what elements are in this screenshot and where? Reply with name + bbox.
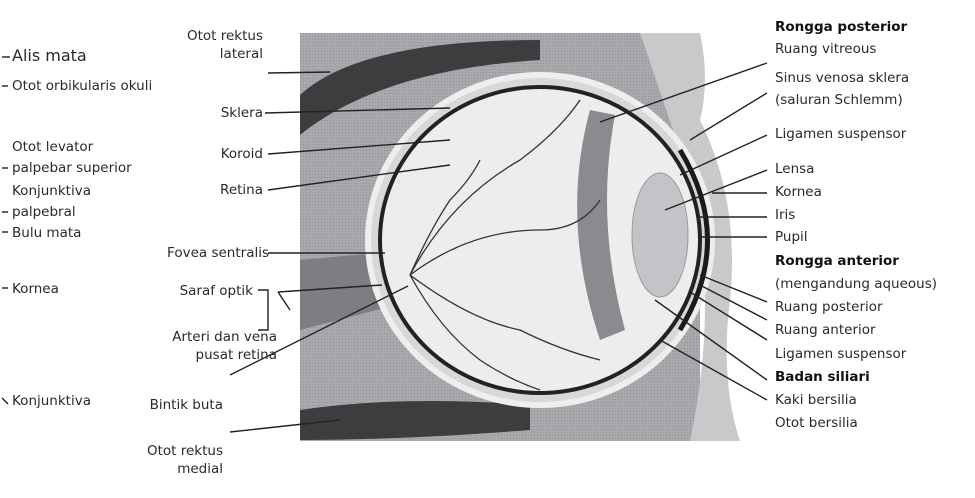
label-palpebral: palpebral xyxy=(12,204,76,220)
label-iris: Iris xyxy=(775,207,796,223)
label-ruang-vitreous: Ruang vitreous xyxy=(775,41,877,57)
label-konjunktiva: Konjunktiva xyxy=(12,393,91,409)
lens xyxy=(631,172,689,298)
label-badan-siliari: Badan siliari xyxy=(775,369,870,385)
ciliary-body xyxy=(577,110,625,340)
label-sinus-venosa: Sinus venosa sklera(saluran Schlemm) xyxy=(775,70,910,108)
label-alis-mata: Alis mata xyxy=(12,46,87,65)
label-lensa: Lensa xyxy=(775,161,815,177)
label-rongga-posterior: Rongga posterior xyxy=(775,19,908,35)
label-bulu-mata: Bulu mata xyxy=(12,225,82,241)
label-ruang-anterior: Ruang anterior xyxy=(775,322,876,338)
label-saraf-optik: Saraf optik xyxy=(179,283,253,299)
lateral-rectus-muscle xyxy=(300,40,540,135)
label-palpebar-superior: palpebar superior xyxy=(12,160,132,176)
eyelid-region xyxy=(640,33,740,441)
label-kornea: Kornea xyxy=(775,184,822,200)
label-ruang-posterior: Ruang posterior xyxy=(775,299,883,315)
label-pupil: Pupil xyxy=(775,229,808,245)
label-retina: Retina xyxy=(220,182,263,198)
label-otot-levator: Otot levator xyxy=(12,139,94,155)
label-kaki-bersilia: Kaki bersilia xyxy=(775,392,857,408)
label-sklera: Sklera xyxy=(220,105,263,121)
label-ligamen-suspensor-1: Ligamen suspensor xyxy=(775,126,907,142)
label-fovea-sentralis: Fovea sentralis xyxy=(167,245,269,261)
medial-rectus-muscle xyxy=(300,401,530,440)
label-ligamen-suspensor-2: Ligamen suspensor xyxy=(775,346,907,362)
retinal-vessels xyxy=(409,99,601,391)
label-mengandung-aqueous: (mengandung aqueous) xyxy=(775,276,938,292)
leader-lines xyxy=(1,56,768,433)
label-konjunktiva-palpebral: Konjunktiva xyxy=(12,183,91,199)
label-koroid: Koroid xyxy=(220,146,263,162)
label-bintik-buta: Bintik buta xyxy=(149,397,223,413)
label-otot-bersilia: Otot bersilia xyxy=(775,415,858,431)
cornea xyxy=(677,148,710,332)
label-otot-orbikularis: Otot orbikularis okuli xyxy=(12,78,153,94)
label-rongga-anterior: Rongga anterior xyxy=(775,253,899,269)
label-kornea-left: Kornea xyxy=(12,281,59,297)
